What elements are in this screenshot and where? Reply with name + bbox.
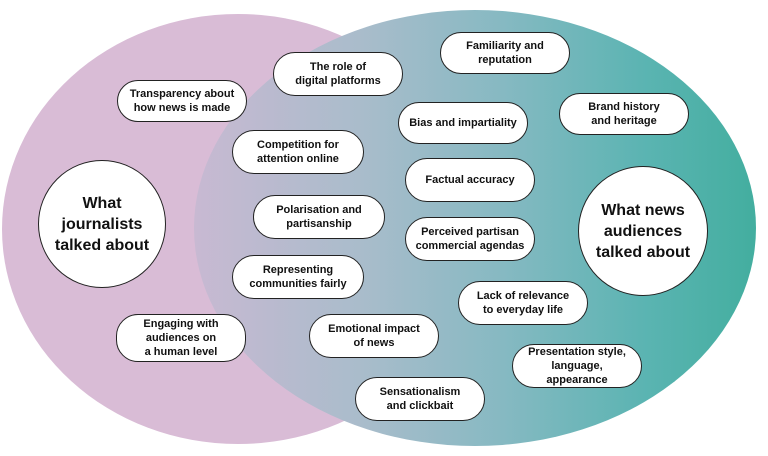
topic-digital-platforms: The role of digital platforms [273, 52, 403, 96]
topic-bias: Bias and impartiality [398, 102, 528, 144]
topic-presentation: Presentation style, language, appearance [512, 344, 642, 388]
topic-engaging: Engaging with audiences on a human level [116, 314, 246, 362]
topic-relevance: Lack of relevance to everyday life [458, 281, 588, 325]
topic-emotional-impact: Emotional impact of news [309, 314, 439, 358]
topic-polarisation: Polarisation and partisanship [253, 195, 385, 239]
topic-brand-history: Brand history and heritage [559, 93, 689, 135]
topic-partisan-agendas: Perceived partisan commercial agendas [405, 217, 535, 261]
topic-competition: Competition for attention online [232, 130, 364, 174]
audiences-circle: What news audiences talked about [578, 166, 708, 296]
topic-sensationalism: Sensationalism and clickbait [355, 377, 485, 421]
journalists-circle: What journalists talked about [38, 160, 166, 288]
topic-transparency: Transparency about how news is made [117, 80, 247, 122]
topic-representing: Representing communities fairly [232, 255, 364, 299]
topic-familiarity: Familiarity and reputation [440, 32, 570, 74]
topic-factual-accuracy: Factual accuracy [405, 158, 535, 202]
